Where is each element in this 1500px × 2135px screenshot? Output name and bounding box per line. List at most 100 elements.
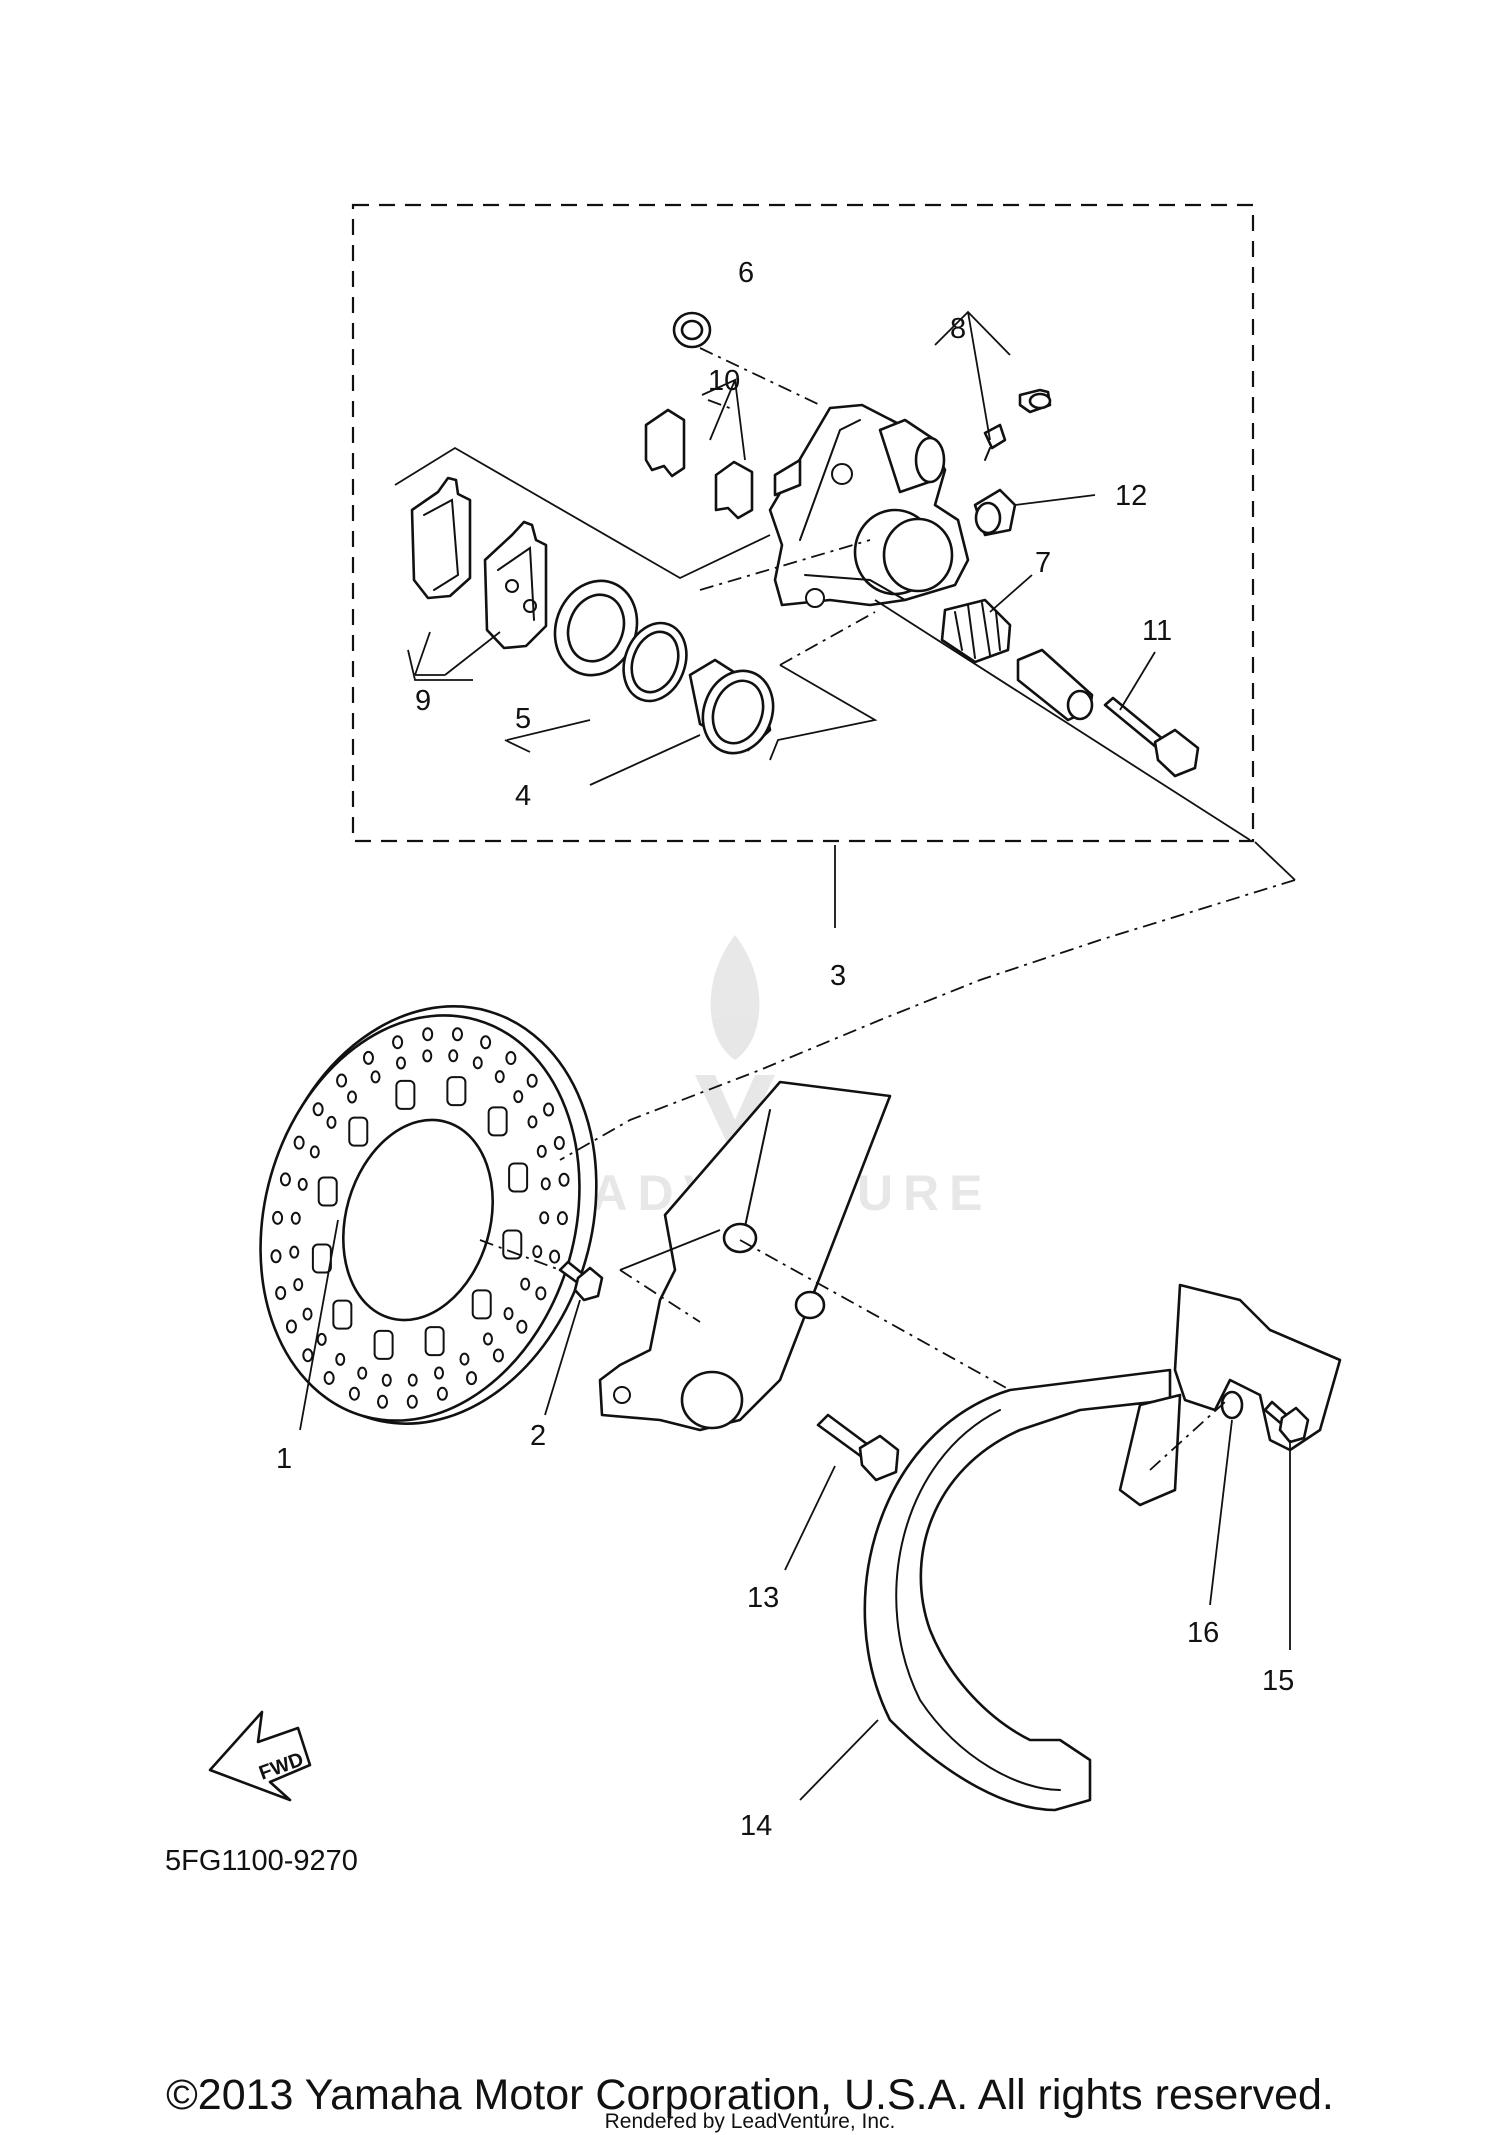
callout-6: 6 bbox=[738, 257, 754, 289]
disc-hole bbox=[395, 1056, 406, 1070]
disc-hole bbox=[381, 1373, 392, 1387]
disc-hole bbox=[302, 1307, 313, 1321]
callout-2: 2 bbox=[530, 1420, 546, 1452]
disc-hole bbox=[406, 1394, 418, 1409]
disc-hole bbox=[270, 1249, 282, 1264]
disc-hole bbox=[558, 1172, 570, 1187]
callout-13: 13 bbox=[747, 1582, 779, 1614]
brake-pad-rear bbox=[410, 476, 472, 600]
caliper-body bbox=[768, 403, 970, 608]
disc-hole bbox=[323, 1370, 335, 1385]
disc-slot bbox=[332, 1299, 353, 1330]
disc-hole bbox=[302, 1348, 314, 1363]
callout-1: 1 bbox=[276, 1443, 292, 1475]
disc-hole bbox=[336, 1073, 348, 1088]
disc-hole bbox=[543, 1102, 555, 1117]
bleed-screw bbox=[983, 423, 1007, 461]
disc-slot bbox=[311, 1243, 332, 1274]
copyright-notice: ©2013 Yamaha Motor Corporation, U.S.A. A… bbox=[166, 2071, 1334, 2119]
disc-slot bbox=[395, 1079, 416, 1110]
disc-hole bbox=[293, 1278, 304, 1292]
disc-slot bbox=[424, 1326, 445, 1357]
disc-hole bbox=[407, 1373, 418, 1387]
disc-hole bbox=[272, 1210, 284, 1225]
disc-hole bbox=[556, 1211, 568, 1226]
disc-hole bbox=[422, 1027, 434, 1042]
disc-hole bbox=[434, 1366, 445, 1380]
disc-hole bbox=[513, 1090, 524, 1104]
disc-vent-holes bbox=[270, 1027, 570, 1409]
disc-hole bbox=[448, 1049, 459, 1063]
disc-slot bbox=[487, 1106, 508, 1137]
brake-disc bbox=[259, 1005, 598, 1425]
callout-12: 12 bbox=[1115, 480, 1147, 512]
disc-hole bbox=[482, 1332, 493, 1346]
disc-hole bbox=[540, 1177, 551, 1191]
callout-7: 7 bbox=[1035, 547, 1051, 579]
disc-hole bbox=[377, 1394, 389, 1409]
disc-hole bbox=[466, 1371, 478, 1386]
caliper-sleeve bbox=[1016, 648, 1094, 722]
disc-hole bbox=[527, 1115, 538, 1129]
disc-hole bbox=[347, 1090, 358, 1104]
disc-hole bbox=[436, 1386, 448, 1401]
callout-4: 4 bbox=[515, 780, 531, 812]
disc-hole bbox=[370, 1070, 381, 1084]
disc-hole bbox=[536, 1144, 547, 1158]
disc-hole bbox=[459, 1352, 470, 1366]
front-fork-leg bbox=[598, 1080, 892, 1432]
caliper-bolt bbox=[1103, 696, 1200, 778]
disc-slot bbox=[446, 1076, 467, 1107]
disc-hole bbox=[532, 1245, 543, 1259]
disc-hole bbox=[492, 1348, 504, 1363]
callout-16: 16 bbox=[1187, 1617, 1219, 1649]
callout-9: 9 bbox=[415, 685, 431, 717]
disc-hole bbox=[535, 1286, 547, 1301]
brake-pad-front bbox=[483, 520, 548, 650]
disc-slot bbox=[317, 1176, 338, 1207]
disc-slot bbox=[502, 1229, 523, 1260]
disc-hole bbox=[348, 1386, 360, 1401]
disc-hole bbox=[279, 1172, 291, 1187]
disc-slot bbox=[508, 1162, 529, 1193]
disc-hole bbox=[539, 1211, 550, 1225]
disc-guard bbox=[863, 1283, 1342, 1812]
disc-hole bbox=[392, 1035, 404, 1050]
dust-seal bbox=[622, 621, 688, 703]
disc-hole bbox=[357, 1366, 368, 1380]
callout-14: 14 bbox=[740, 1810, 772, 1842]
disc-hole bbox=[293, 1135, 305, 1150]
disc-hole bbox=[422, 1049, 433, 1063]
leader-lines bbox=[299, 310, 1296, 1801]
callout-5: 5 bbox=[515, 703, 531, 735]
callout-8: 8 bbox=[950, 313, 966, 345]
caliper-piston bbox=[688, 658, 775, 755]
disc-hole bbox=[290, 1211, 301, 1225]
caliper-assembly-frame bbox=[351, 203, 1255, 843]
disc-hole bbox=[275, 1286, 287, 1301]
disc-hole bbox=[480, 1035, 492, 1050]
boot-side bbox=[973, 488, 1017, 537]
disc-hole bbox=[505, 1051, 517, 1066]
disc-hole bbox=[316, 1332, 327, 1346]
bleed-cap bbox=[1018, 388, 1052, 414]
disc-hole bbox=[520, 1277, 531, 1291]
disc-slot bbox=[373, 1329, 394, 1360]
disc-hole bbox=[297, 1177, 308, 1191]
disc-hole bbox=[289, 1245, 300, 1259]
washer bbox=[1220, 1390, 1244, 1420]
disc-hole bbox=[335, 1352, 346, 1366]
disc-hole bbox=[285, 1319, 297, 1334]
rendered-by-notice: Rendered by LeadVenture, Inc. bbox=[604, 2110, 896, 2133]
disc-hole bbox=[309, 1145, 320, 1159]
disc-hole bbox=[312, 1102, 324, 1117]
rubber-boot bbox=[940, 598, 1012, 664]
disc-bolt bbox=[558, 1260, 604, 1302]
disc-hole bbox=[494, 1070, 505, 1084]
disc-hole bbox=[553, 1135, 565, 1150]
disc-hole bbox=[451, 1027, 463, 1042]
disc-hole bbox=[526, 1073, 538, 1088]
disc-hole bbox=[472, 1056, 483, 1070]
callout-3: 3 bbox=[830, 960, 846, 992]
